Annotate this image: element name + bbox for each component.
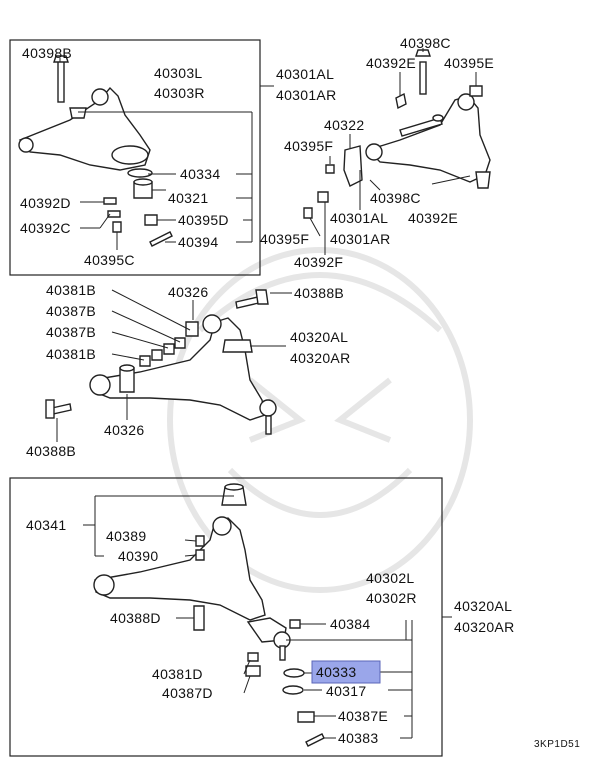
label-40326-a[interactable]: 40326: [168, 284, 208, 300]
diagram-code: 3KP1D51: [534, 739, 580, 750]
label-40392E-top[interactable]: 40392E: [366, 55, 416, 71]
bottom-lower-arm-drawing: [93, 483, 325, 747]
label-40398B[interactable]: 40398B: [22, 45, 72, 61]
label-40387B-a[interactable]: 40387B: [46, 303, 96, 319]
label-40381B-a[interactable]: 40381B: [46, 282, 96, 298]
upper-arm-right-drawing: [303, 49, 491, 219]
label-40395D[interactable]: 40395D: [178, 212, 229, 228]
label-40383[interactable]: 40383: [338, 730, 378, 746]
label-40387E[interactable]: 40387E: [338, 708, 388, 724]
label-40320AR-a[interactable]: 40320AR: [290, 350, 350, 366]
label-40301AL-top[interactable]: 40301AL: [276, 66, 334, 82]
label-40395F-mid[interactable]: 40395F: [260, 231, 309, 247]
label-40321[interactable]: 40321: [168, 190, 208, 206]
middle-lower-arm-drawing: [45, 289, 277, 435]
label-40392C[interactable]: 40392C: [20, 220, 71, 236]
label-40301AR-mid[interactable]: 40301AR: [330, 231, 390, 247]
label-40395F-top[interactable]: 40395F: [284, 138, 333, 154]
label-40381D[interactable]: 40381D: [152, 666, 203, 682]
label-40317[interactable]: 40317: [326, 683, 366, 699]
upper-arm-left-drawing: [18, 55, 173, 247]
label-40334[interactable]: 40334: [180, 166, 220, 182]
watermark-emblem: [167, 247, 473, 593]
label-40398C-top[interactable]: 40398C: [400, 35, 451, 51]
highlight-40333: [311, 660, 381, 684]
label-40388D[interactable]: 40388D: [110, 610, 161, 626]
label-40394[interactable]: 40394: [178, 234, 218, 250]
label-40302L[interactable]: 40302L: [366, 570, 415, 586]
label-40381B-b[interactable]: 40381B: [46, 346, 96, 362]
label-40320AL-b[interactable]: 40320AL: [454, 598, 512, 614]
label-40388B-a[interactable]: 40388B: [294, 285, 344, 301]
label-40320AL-a[interactable]: 40320AL: [290, 329, 348, 345]
label-40390[interactable]: 40390: [118, 548, 158, 564]
label-40395C[interactable]: 40395C: [84, 252, 135, 268]
label-40320AR-b[interactable]: 40320AR: [454, 619, 514, 635]
label-40302R[interactable]: 40302R: [366, 590, 417, 606]
label-40303L[interactable]: 40303L: [154, 65, 203, 81]
label-40303R[interactable]: 40303R: [154, 85, 205, 101]
label-40392E-mid[interactable]: 40392E: [408, 210, 458, 226]
label-40301AL-mid[interactable]: 40301AL: [330, 210, 388, 226]
label-40392F[interactable]: 40392F: [294, 254, 343, 270]
label-40384[interactable]: 40384: [330, 616, 370, 632]
label-40388B-b[interactable]: 40388B: [26, 443, 76, 459]
upper-arm-detail-frame: [9, 39, 261, 276]
label-40387D[interactable]: 40387D: [162, 685, 213, 701]
label-40326-b[interactable]: 40326: [104, 422, 144, 438]
label-40395E[interactable]: 40395E: [444, 55, 494, 71]
label-40341[interactable]: 40341: [26, 517, 66, 533]
label-40322[interactable]: 40322: [324, 117, 364, 133]
label-40398C-mid[interactable]: 40398C: [370, 190, 421, 206]
label-40392D[interactable]: 40392D: [20, 195, 71, 211]
label-40389[interactable]: 40389: [106, 528, 146, 544]
leader-lines: [56, 48, 477, 739]
part-labels: 40398B 40303L 40303R 40301AL 40301AR 403…: [20, 35, 580, 750]
label-40333[interactable]: 40333: [316, 664, 356, 680]
label-40387B-b[interactable]: 40387B: [46, 324, 96, 340]
label-40301AR-top[interactable]: 40301AR: [276, 87, 336, 103]
